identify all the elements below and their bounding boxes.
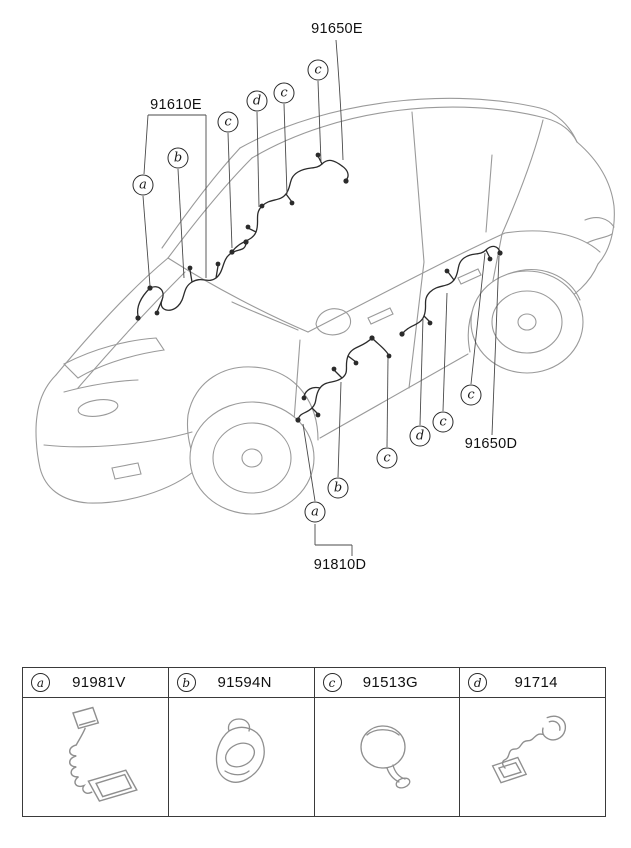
callout-c-lower-3[interactable]: c (460, 384, 482, 406)
legend-col-a[interactable]: a 91981V (23, 668, 168, 816)
legend-body-c (315, 698, 460, 816)
callout-b-front-door-lower[interactable]: b (327, 477, 349, 499)
legend-letter-badge-d: d (468, 673, 488, 692)
callout-d-upper[interactable]: d (246, 90, 268, 112)
legend-header-a: a 91981V (23, 668, 168, 698)
legend-part-number-b[interactable]: 91594N (217, 674, 272, 691)
legend-letter-badge-a: a (31, 673, 50, 692)
legend-header-d: d 91714 (460, 668, 605, 698)
legend-body-b (169, 698, 314, 816)
part-label-91610E[interactable]: 91610E (150, 97, 202, 113)
legend-body-d (460, 698, 605, 816)
front-wheel (189, 401, 315, 515)
harness-rear-door-91650D (399, 245, 503, 337)
callout-d-lower[interactable]: d (409, 425, 431, 447)
car-line-art (35, 97, 615, 515)
corrugated-wire-boot-icon (491, 715, 567, 784)
callout-a-front-door-lower[interactable]: a (304, 501, 326, 523)
legend-part-number-d[interactable]: 91714 (514, 674, 558, 691)
vehicle-diagram-canvas (35, 39, 615, 556)
callout-c-lower-2[interactable]: c (432, 411, 454, 433)
callout-c-upper-2[interactable]: c (273, 82, 295, 104)
part-label-91810D[interactable]: 91810D (313, 557, 367, 573)
legend-letter-badge-c: c (322, 673, 342, 692)
legend-body-a (23, 698, 168, 816)
leader-lines (142, 39, 500, 556)
round-grommet-icon (360, 725, 411, 789)
callout-c-upper-3[interactable]: c (307, 59, 329, 81)
part-label-91650D[interactable]: 91650D (464, 436, 518, 452)
callout-c-lower-1[interactable]: c (376, 447, 398, 469)
callout-c-upper-1[interactable]: c (217, 111, 239, 133)
parts-legend-table: a 91981V b 91594N (22, 667, 606, 817)
legend-part-number-a[interactable]: 91981V (72, 674, 126, 691)
harness-front-door-91650E (229, 152, 349, 255)
legend-header-c: c 91513G (314, 668, 460, 698)
legend-header-b: b 91594N (168, 668, 314, 698)
wire-grommet-with-bracket-icon (69, 706, 139, 802)
legend-part-number-c[interactable]: 91513G (362, 674, 418, 691)
door-boot-grommet-icon (216, 718, 265, 783)
legend-col-b[interactable]: b 91594N (167, 668, 314, 816)
wiring-harnesses (135, 152, 503, 423)
legend-col-d[interactable]: d 91714 (459, 668, 605, 816)
harness-front-door-91610E (135, 239, 249, 321)
part-label-91650E[interactable]: 91650E (311, 21, 363, 37)
harness-front-door-91810D (295, 335, 392, 423)
callout-a-front-door-upper[interactable]: a (132, 174, 154, 196)
legend-col-c[interactable]: c 91513G (313, 668, 460, 816)
callout-b-front-door-upper[interactable]: b (167, 147, 189, 169)
rear-wheel (470, 270, 584, 374)
legend-letter-badge-b: b (176, 673, 196, 692)
